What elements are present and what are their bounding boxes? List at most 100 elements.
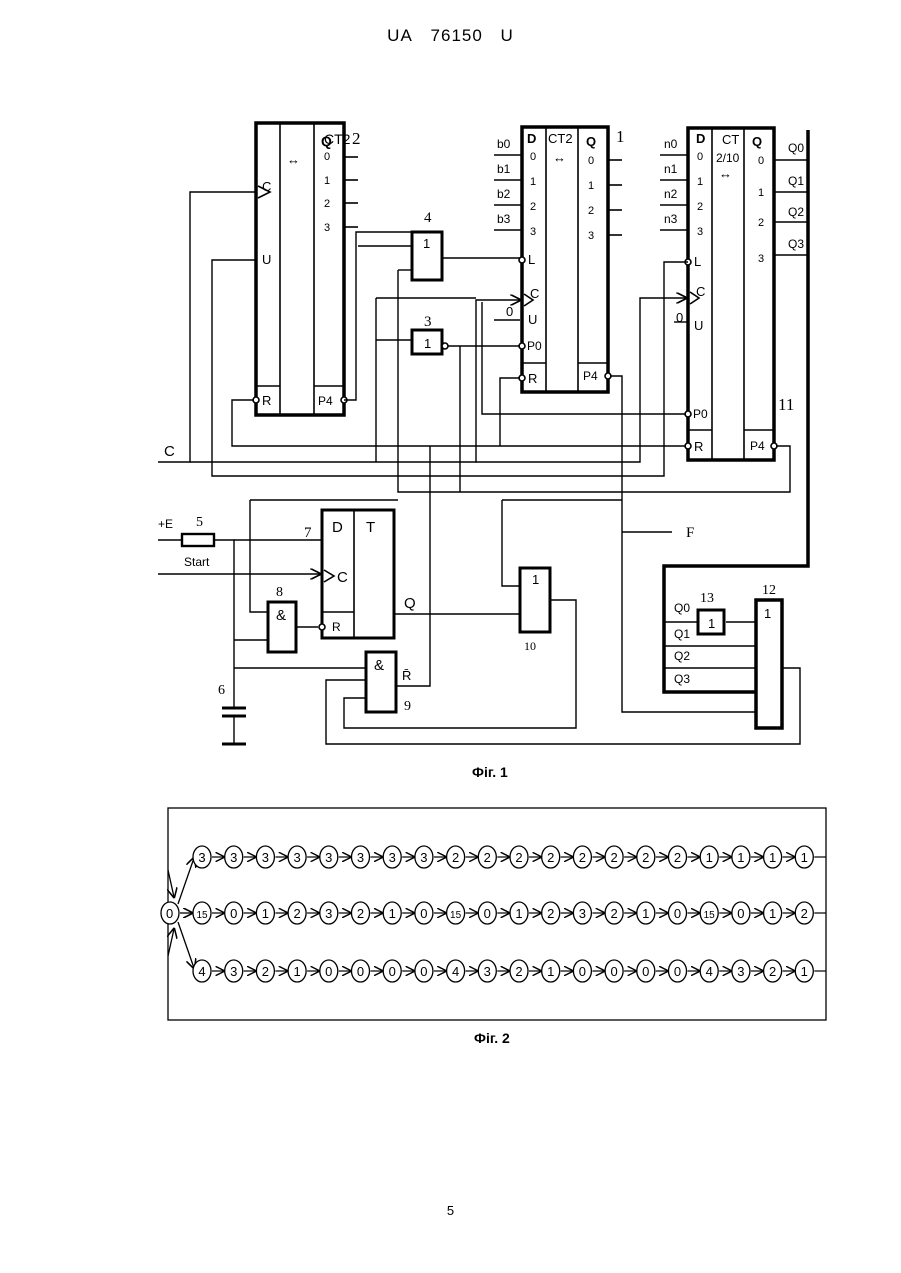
state-row-3: 43210000432100004321 (193, 960, 826, 982)
c2-pin-u: U (262, 252, 271, 267)
and9-rbar: R̄ (402, 668, 411, 683)
gate4-number: 4 (424, 210, 432, 226)
c1-pin-u: U (528, 312, 537, 327)
state-node-label: 4 (452, 964, 459, 979)
c11-pin-p0: P0 (693, 407, 708, 421)
c2-pin-r: R (262, 393, 271, 408)
c1-carry: P4 (583, 369, 598, 383)
c1-number: 1 (616, 127, 625, 146)
resistor-5 (182, 534, 214, 546)
state-node-label: 1 (293, 964, 300, 979)
c1-pin-c: C (530, 286, 539, 301)
c11-out-0: 0 (758, 155, 764, 167)
c11-d: D (696, 131, 705, 146)
c11-carry: P4 (750, 439, 765, 453)
c11-q0: Q0 (788, 141, 804, 155)
state-node-label: 15 (196, 910, 208, 921)
state-node-label: 1 (737, 850, 744, 865)
gate13-number: 13 (700, 591, 714, 606)
trigger7-r: R (332, 620, 341, 634)
gate13-symbol: 1 (708, 616, 715, 631)
state-node-label: 0 (642, 964, 649, 979)
state-node-label: 0 (737, 906, 744, 921)
output-f-label: F (686, 525, 694, 541)
state-node-label: 0 (484, 906, 491, 921)
state-node-label: 3 (579, 906, 586, 921)
state-node-label: 2 (262, 964, 269, 979)
gate3-symbol: 1 (424, 336, 431, 351)
state-node-label: 1 (801, 850, 808, 865)
counter-1 (494, 127, 622, 392)
or12-in-q3: Q3 (674, 672, 690, 686)
c1-dir: ↔ (553, 150, 566, 165)
c1-d-3: 3 (530, 226, 536, 238)
or12-in-q0: Q0 (674, 601, 690, 615)
state-node-label: 2 (515, 850, 522, 865)
state-node-label: 2 (579, 850, 586, 865)
state-node-label: 2 (484, 850, 491, 865)
state-node-label: 2 (801, 906, 808, 921)
c1-pin-l: L (528, 252, 535, 267)
state-node-label: 1 (389, 906, 396, 921)
state-node-label: 3 (737, 964, 744, 979)
c11-type: CT (722, 132, 739, 147)
state-node-label: 0 (420, 964, 427, 979)
state-node-label: 2 (610, 850, 617, 865)
state-node-label: 3 (198, 850, 205, 865)
gate3-number: 3 (424, 314, 432, 330)
trigger7-q: Q (404, 595, 416, 612)
c11-q1: Q1 (788, 174, 804, 188)
c2-carry: P4 (318, 394, 333, 408)
state-node-label: 3 (230, 850, 237, 865)
state-node-label: 1 (547, 964, 554, 979)
c11-d-1: 1 (697, 176, 703, 188)
c1-out-3: 3 (588, 230, 594, 242)
c11-d-3: 3 (697, 226, 703, 238)
state-node-label: 0 (357, 964, 364, 979)
state-node-label: 0 (420, 906, 427, 921)
c11-q2: Q2 (788, 205, 804, 219)
clock-label: C (164, 443, 175, 460)
and9-number: 9 (404, 699, 411, 714)
c2-q: Q (321, 133, 332, 149)
state-node-label: 4 (198, 964, 205, 979)
state-node-label: 0 (325, 964, 332, 979)
state-node-label: 0 (674, 964, 681, 979)
c11-u-val: 0 (676, 310, 683, 325)
trigger7-t: T (366, 519, 375, 536)
c2-out-0: 0 (324, 151, 330, 163)
trigger7-c: C (337, 569, 348, 586)
state-node-label: 1 (769, 850, 776, 865)
c2-dir: ↔ (287, 152, 300, 167)
trigger7-number: 7 (304, 525, 312, 541)
state-node-label: 3 (420, 850, 427, 865)
state-node-label: 1 (706, 850, 713, 865)
state-node-label: 1 (515, 906, 522, 921)
state-node-label: 3 (262, 850, 269, 865)
state-node-label: 0 (610, 964, 617, 979)
or10-symbol: 1 (532, 572, 539, 587)
c1-out-0: 0 (588, 155, 594, 167)
counter-2 (253, 123, 358, 415)
state-node-label: 2 (642, 850, 649, 865)
c1-in-b3: b3 (497, 212, 511, 226)
c1-d-0: 0 (530, 151, 536, 163)
c2-out-3: 3 (324, 222, 330, 234)
state-node-label: 2 (452, 850, 459, 865)
state-node-label: 2 (674, 850, 681, 865)
c1-q: Q (586, 134, 596, 149)
state-node-label: 3 (325, 906, 332, 921)
c1-u-val: 0 (506, 304, 513, 319)
c11-pin-u: U (694, 318, 703, 333)
state-node-label: 0 (674, 906, 681, 921)
state-node-label: 2 (293, 906, 300, 921)
c11-q3: Q3 (788, 237, 804, 251)
state-node-label: 0 (230, 906, 237, 921)
state-node-label: 15 (704, 910, 716, 921)
c2-out-2: 2 (324, 198, 330, 210)
c11-out-2: 2 (758, 217, 764, 229)
c11-in-n0: n0 (664, 137, 678, 151)
c11-in-n1: n1 (664, 162, 678, 176)
c1-d-1: 1 (530, 176, 536, 188)
